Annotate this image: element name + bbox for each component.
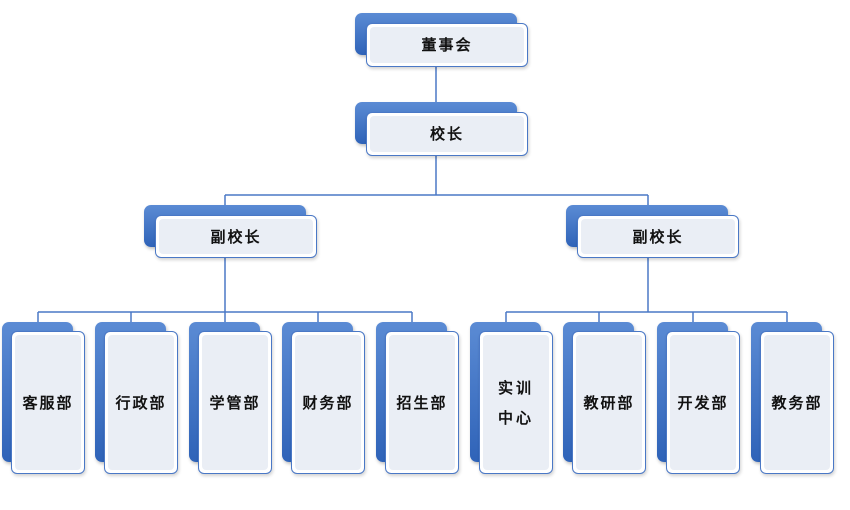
node-vice-principal-right-label: 副校长 [632, 227, 684, 246]
dept-administration-label: 行政部 [115, 393, 167, 412]
node-board-label: 董事会 [421, 36, 473, 54]
node-vice-principal-left-label: 副校长 [210, 227, 262, 246]
dept-admissions-label: 招生部 [396, 393, 448, 412]
dept-development-label: 开发部 [677, 393, 729, 412]
dept-training-center-label-line-2: 中心 [497, 408, 534, 427]
dept-customer-service-label: 客服部 [22, 393, 74, 412]
dept-finance-label: 财务部 [302, 393, 354, 412]
dept-training-center-label-line-1: 实训 [497, 378, 534, 397]
dept-teaching-research-label: 教研部 [583, 393, 635, 412]
dept-student-management-label: 学管部 [209, 393, 261, 412]
node-principal-label: 校长 [429, 125, 464, 143]
dept-academic-affairs-label: 教务部 [771, 393, 823, 412]
